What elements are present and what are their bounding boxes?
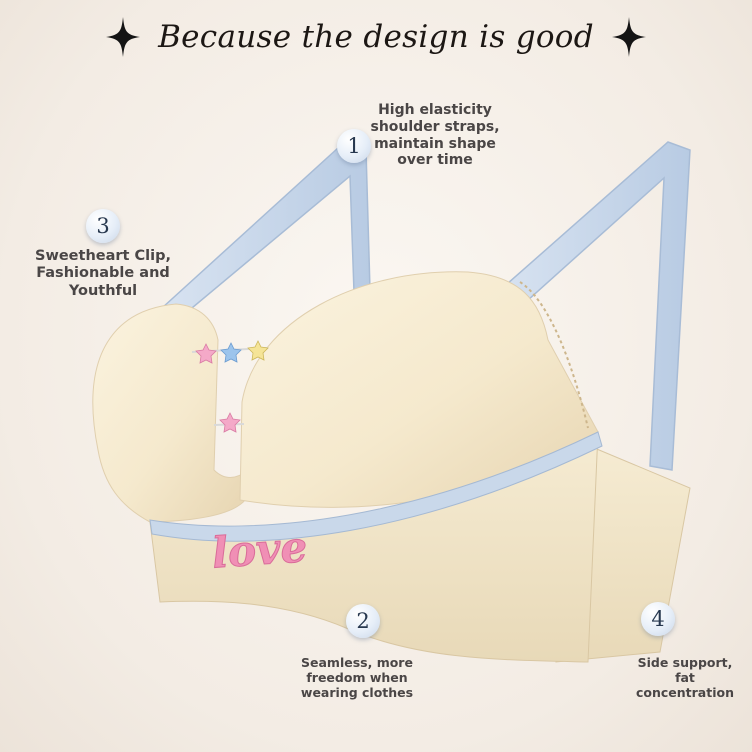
sparkle-star-icon-right bbox=[611, 17, 646, 57]
callout-text-4: Side support, fat concentration bbox=[635, 655, 734, 700]
callout-text-3: Sweetheart Clip, Fashionable and Youthfu… bbox=[35, 248, 171, 299]
love-embroidery: love bbox=[210, 522, 308, 578]
headline-text: Because the design is good bbox=[158, 19, 594, 55]
clip-star-pink-lower bbox=[219, 412, 241, 433]
cup-seam bbox=[519, 281, 589, 429]
left-cup bbox=[92, 303, 252, 523]
clip-star-blue bbox=[220, 342, 242, 363]
right-cup bbox=[239, 271, 599, 508]
callout-number-2: 2 bbox=[346, 604, 380, 638]
callout-number-4: 4 bbox=[641, 602, 675, 636]
callout-number-3: 3 bbox=[86, 209, 120, 243]
clip-star-pink bbox=[195, 343, 217, 364]
sparkle-star-icon-left bbox=[106, 17, 141, 57]
left-shoulder-strap bbox=[160, 147, 371, 319]
callout-text-2: Seamless, more freedom when wearing clot… bbox=[300, 655, 414, 700]
callout-number-1: 1 bbox=[337, 129, 371, 163]
clip-star-yellow bbox=[247, 340, 269, 361]
headline: Because the design is good bbox=[0, 12, 752, 62]
right-shoulder-strap bbox=[496, 141, 691, 471]
band-trim bbox=[149, 431, 603, 542]
callout-text-1: High elasticity shoulder straps, maintai… bbox=[370, 102, 500, 169]
